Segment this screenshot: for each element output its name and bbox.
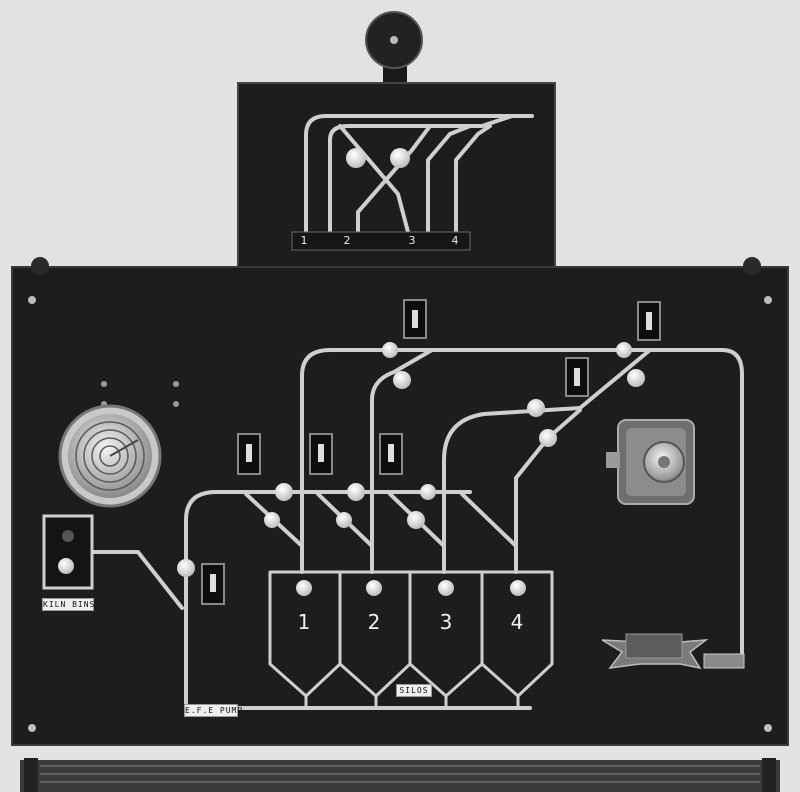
- top-number-3: 3: [408, 234, 416, 247]
- kiln-bins-button-top: [62, 530, 74, 542]
- silo-4: [480, 570, 554, 698]
- top-lamp-1: [346, 148, 366, 168]
- base-mesh: [20, 760, 780, 792]
- top-number-2: 2: [343, 234, 351, 247]
- silo-lamps: [296, 580, 526, 596]
- kiln-bins-box: [42, 514, 94, 590]
- toggle-switches: [201, 299, 661, 605]
- left-leg: [24, 758, 38, 792]
- silo-number-3: 3: [439, 610, 453, 634]
- status-dots: [101, 381, 179, 407]
- switch-7: [201, 563, 225, 605]
- elevator-label: E.F.E PUMP: [184, 704, 244, 717]
- top-number-1: 1: [300, 234, 308, 247]
- silo-number-2: 2: [367, 610, 381, 634]
- top-number-4: 4: [451, 234, 459, 247]
- panel-bolts: [28, 296, 772, 732]
- silos-label: SILOS: [396, 684, 432, 697]
- switch-1: [403, 299, 427, 339]
- kiln-bins-label: KILN BINS: [42, 598, 96, 611]
- top-number-strip: [291, 231, 471, 251]
- silos: [268, 570, 554, 708]
- silo-number-1: 1: [297, 610, 311, 634]
- silo-2: [338, 570, 412, 698]
- level-gauge-icon: [58, 404, 162, 508]
- top-lamp-2: [390, 148, 410, 168]
- silo-3: [408, 570, 484, 698]
- motor-icon: [601, 633, 745, 670]
- kiln-bins-lamp: [58, 558, 74, 574]
- telephone-box-icon: [606, 419, 695, 505]
- silo-1: [268, 570, 342, 698]
- switch-2: [637, 301, 661, 341]
- indicator-lamps: [177, 342, 645, 577]
- switch-6: [379, 433, 403, 475]
- switch-4: [237, 433, 261, 475]
- switch-5: [309, 433, 333, 475]
- switch-3: [565, 357, 589, 397]
- right-leg: [762, 758, 776, 792]
- silo-number-4: 4: [510, 610, 524, 634]
